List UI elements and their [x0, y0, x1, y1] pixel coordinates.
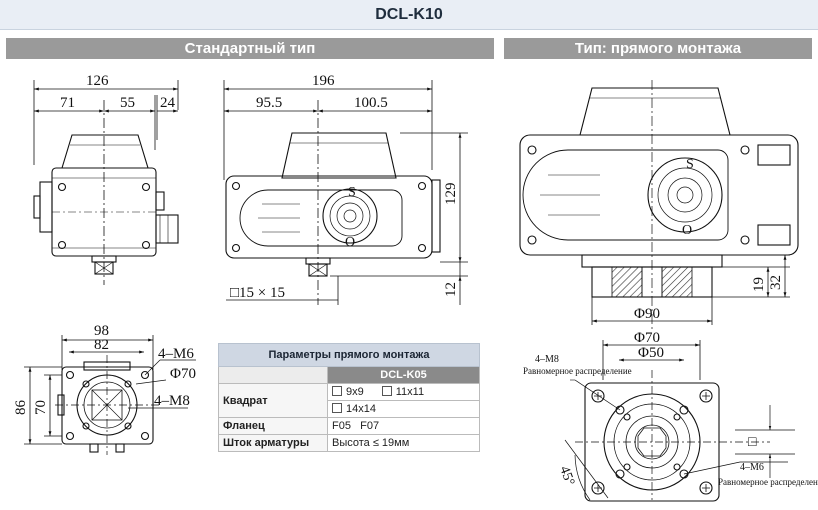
- row-stem-value: Высота ≤ 19мм: [327, 434, 480, 452]
- square-checkbox-icon: [332, 403, 342, 413]
- dim-direct-32: 32: [768, 275, 784, 290]
- dim-direct-phi90: Φ90: [634, 306, 660, 322]
- dim-side-overall: 196: [312, 73, 335, 89]
- params-table-title: Параметры прямого монтажа: [218, 343, 480, 367]
- label-bottom-m6: 4–M6: [158, 346, 194, 362]
- dial2-o-label: O: [682, 223, 692, 238]
- section-header-direct: Тип: прямого монтажа: [504, 38, 812, 59]
- dim-side-square: □15 × 15: [230, 285, 285, 301]
- label-direct-m6: 4–M6: [740, 462, 764, 473]
- row-flange-label: Фланец: [218, 417, 328, 435]
- dial2-s-label: S: [686, 157, 694, 172]
- dim-direct-phi70: Φ70: [634, 330, 660, 346]
- row-square-label: Квадрат: [218, 383, 328, 418]
- dim-front-offset: 24: [160, 95, 176, 111]
- row-flange-value: F05 F07: [327, 417, 480, 435]
- dim-side-height: 129: [443, 183, 459, 206]
- bottom-view: [24, 335, 196, 455]
- row-square-values-1: 9x9 11x11: [327, 383, 480, 401]
- dim-side-right: 100.5: [354, 95, 388, 111]
- label-direct-m8: 4–M8: [535, 354, 559, 365]
- row-square-values-2: 14x14: [327, 400, 480, 418]
- dial-o-label: O: [345, 235, 355, 250]
- dim-bottom-inner-h: 70: [33, 400, 49, 415]
- square-11x11: 11x11: [395, 386, 425, 398]
- label-bottom-phi70: Φ70: [170, 366, 196, 382]
- label-bottom-m8: 4–M8: [154, 393, 190, 409]
- params-table-model: DCL-K05: [327, 366, 480, 384]
- side-view: [223, 80, 468, 305]
- label-direct-m8-note: Равномерное распределение: [523, 366, 632, 376]
- direct-mount-side-view: [519, 80, 799, 330]
- row-stem-label: Шток арматуры: [218, 434, 328, 452]
- square-checkbox-icon: [332, 386, 342, 396]
- dim-direct-angle: 45°: [556, 464, 577, 488]
- params-table-corner: [218, 366, 328, 384]
- dim-direct-phi50: Φ50: [638, 345, 664, 361]
- label-direct-sq: □: [748, 435, 757, 450]
- dim-side-bottom: 12: [443, 282, 459, 297]
- square-9x9: 9x9: [346, 386, 364, 398]
- front-view: [33, 80, 179, 285]
- label-direct-m6-note: Равномерное распределение: [718, 477, 818, 487]
- square-checkbox-icon: [381, 386, 392, 396]
- dim-bottom-height: 86: [13, 400, 29, 416]
- dim-bottom-inner: 82: [94, 337, 109, 353]
- dim-direct-19: 19: [751, 277, 767, 292]
- page-title: DCL-K10: [0, 0, 818, 30]
- dim-front-right: 55: [120, 95, 135, 111]
- dim-front-left: 71: [60, 95, 75, 111]
- direct-mount-flange-view: [564, 340, 795, 502]
- section-header-standard: Стандартный тип: [6, 38, 494, 59]
- dim-front-overall: 126: [86, 73, 109, 89]
- dim-bottom-width: 98: [94, 323, 109, 339]
- dim-side-left: 95.5: [256, 95, 282, 111]
- params-table: Параметры прямого монтажа DCL-K05 Квадра…: [218, 343, 480, 452]
- dial-s-label: S: [348, 185, 356, 200]
- square-14x14: 14x14: [346, 403, 376, 415]
